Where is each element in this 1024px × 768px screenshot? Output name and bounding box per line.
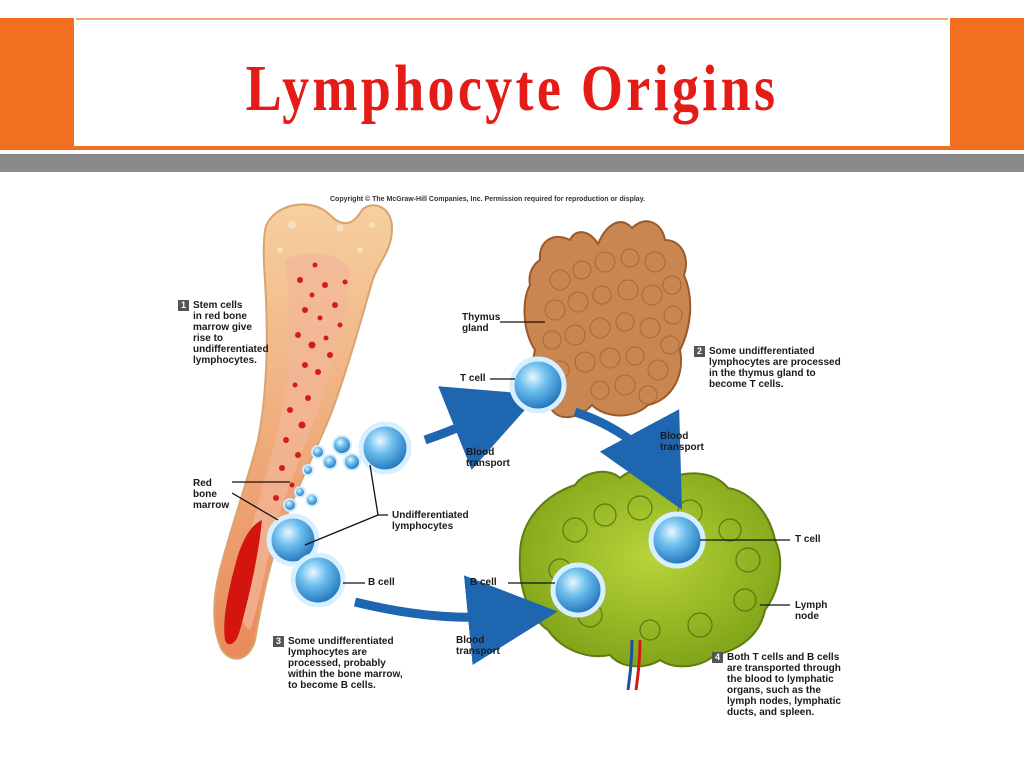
t-cell-node-label: T cell [795,534,821,545]
title-underline [0,146,1024,150]
copyright-note: Copyright © The McGraw-Hill Companies, I… [330,196,646,203]
red-marrow-dots [273,262,348,501]
title-band-right [950,18,1024,146]
slide-title: Lymphocyte Origins [245,52,779,125]
step-4-number: 4 [712,652,723,663]
step-1-number: 1 [178,300,189,311]
blood-transport-label-3: Blood transport [456,635,500,657]
arrow-to-lymph-node [573,407,683,510]
divider-bar [0,154,1024,172]
thymus-gland [523,220,692,419]
t-cell-lymph-node [648,511,706,569]
t-cell-thymus-label: T cell [460,373,486,384]
blood-transport-label-2: Blood transport [660,431,704,453]
title-band-left [0,18,74,146]
lymph-node-label: Lymph node [795,600,828,622]
blood-transport-arrows [353,386,683,665]
lymph-node [518,467,782,691]
b-cell-node-label: B cell [470,577,497,588]
small-stem-cells [283,435,361,512]
step-3-number: 3 [273,636,284,647]
step-2-number: 2 [694,346,705,357]
undifferentiated-lymphocyte-upper [358,421,412,475]
red-bone-marrow [224,520,262,645]
red-bone-marrow-label: Red bone marrow [193,478,230,511]
t-cell-thymus [509,356,567,414]
title-box: Lymphocyte Origins [76,18,948,148]
arrow-to-thymus [423,386,539,470]
lymphocyte-cells [266,356,706,618]
b-cell-bone-label: B cell [368,577,395,588]
leader-lines [231,321,790,606]
blood-transport-label-1: Blood transport [466,447,510,469]
arrow-b-cell-to-node [353,575,558,665]
thymus-gland-label: Thymus gland [462,312,501,334]
undifferentiated-lymphocytes-label: Undifferentiated lymphocytes [392,510,469,532]
b-cell-lymph-node [550,562,606,618]
b-cell-bone [290,552,346,608]
